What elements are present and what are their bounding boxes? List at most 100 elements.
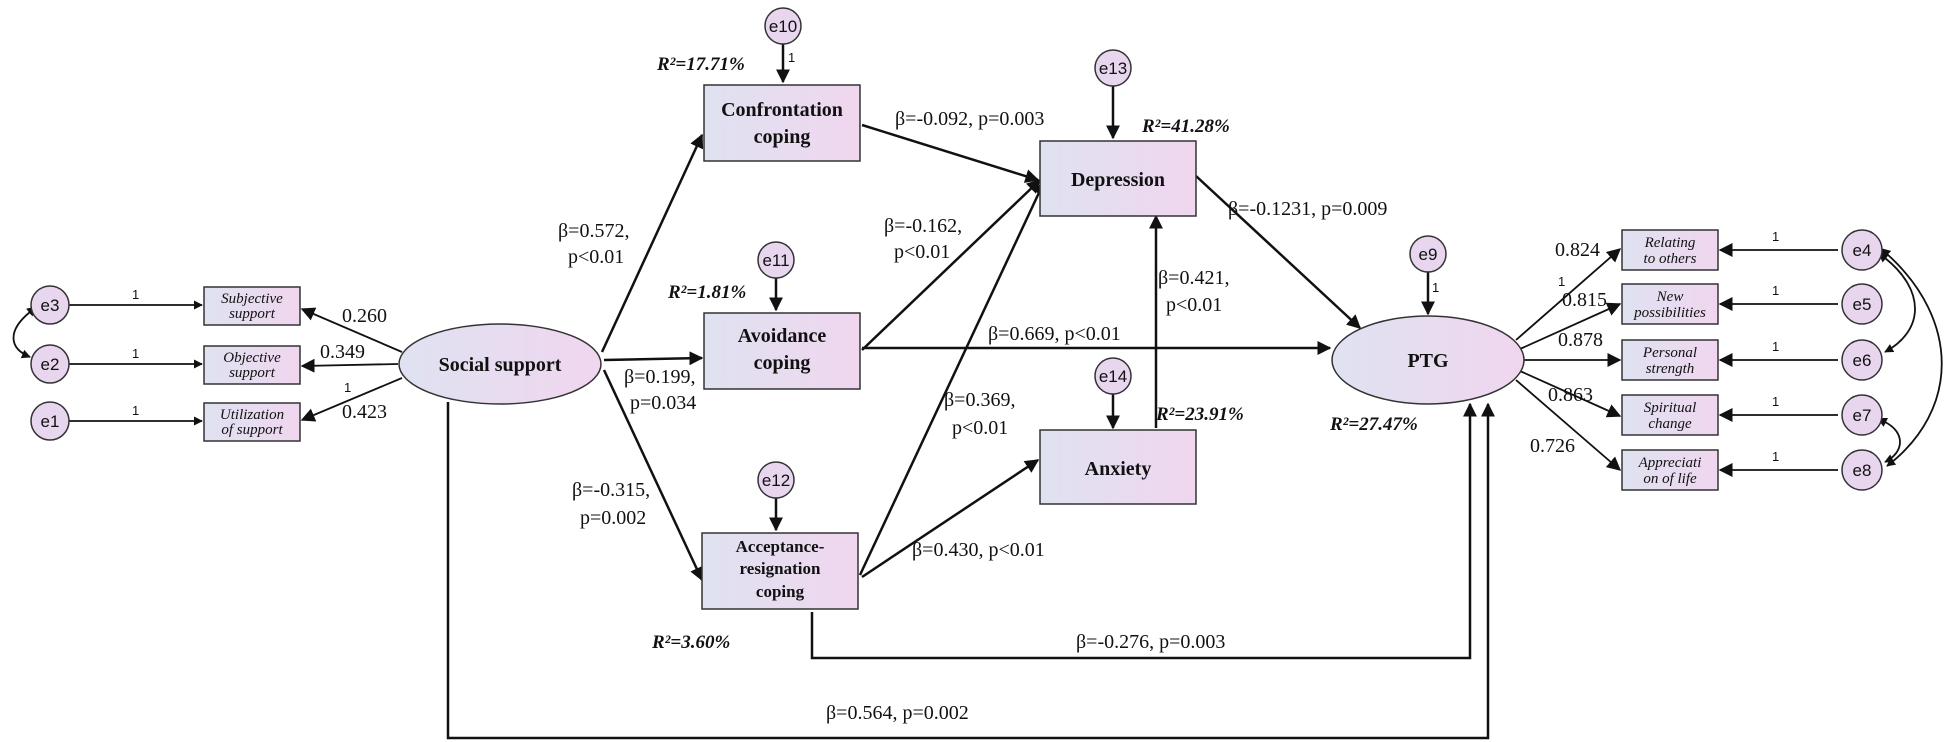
indicator-spiritual-change (1621, 394, 1719, 436)
node-depression (1039, 140, 1197, 217)
indicator-objective-line2: support (229, 365, 276, 381)
indicator-spiritual-line2: change (1648, 416, 1692, 432)
error-e8 (1841, 449, 1883, 491)
path-conf-dep: β=-0.092, p=0.003 (895, 108, 1044, 130)
indicator-objective-line1: Objective (223, 350, 281, 366)
path-accept-dep-line1: β=0.369, (944, 389, 1015, 411)
node-depression-label: Depression (1071, 169, 1165, 191)
error-e6-label: e6 (1853, 351, 1872, 370)
r2-avoidance: R²=1.81% (667, 282, 746, 303)
fixed-one-e5: 1 (1772, 283, 1779, 298)
loading-spiritual: 0.863 (1548, 384, 1593, 406)
fixed-one-e2: 1 (132, 346, 139, 361)
node-avoidance-coping (703, 312, 861, 390)
fixed-one-e3: 1 (132, 287, 139, 302)
error-e13 (1094, 49, 1132, 87)
path-avoid-dep-line1: β=-0.162, (884, 215, 962, 237)
indicator-objective-support (203, 345, 301, 385)
fixed-one-e4: 1 (1772, 229, 1779, 244)
indicator-subjective-support (203, 286, 301, 326)
edge-ss-acceptance (602, 369, 704, 582)
path-accept-ptg: β=-0.276, p=0.003 (1076, 631, 1225, 653)
path-ss-accept-line2: p=0.002 (580, 507, 646, 529)
fixed-one-utilization: 1 (344, 380, 351, 395)
r2-anxiety: R²=23.91% (1155, 404, 1244, 425)
r2-depression: R²=41.28% (1141, 116, 1230, 137)
error-e1-label: e1 (41, 412, 60, 431)
error-e1 (30, 401, 70, 441)
node-acceptance-line2: resignation (740, 559, 821, 578)
error-e7-label: e7 (1853, 406, 1872, 425)
path-ss-avoid-line1: β=0.199, (624, 366, 695, 388)
error-e2-label: e2 (41, 355, 60, 374)
error-e10 (764, 7, 802, 45)
error-e9 (1409, 235, 1447, 273)
edge-ss-utilization (300, 377, 403, 422)
edge-ss-avoidance (603, 351, 704, 366)
r2-ptg: R²=27.47% (1329, 414, 1418, 435)
node-confrontation-line2: coping (754, 126, 811, 148)
path-dep-ptg: β=-0.1231, p=0.009 (1228, 198, 1387, 220)
node-acceptance-coping (701, 532, 859, 610)
node-confrontation-coping (703, 84, 861, 162)
error-e11-label: e11 (762, 251, 789, 270)
edge-ss-ptg (446, 402, 1495, 740)
error-e4 (1841, 229, 1883, 271)
path-ss-avoid-line2: p=0.034 (630, 392, 696, 414)
loading-appreciation: 0.726 (1530, 435, 1575, 457)
edge-ss-objective (300, 358, 399, 373)
path-anx-dep-line1: β=0.421, (1158, 267, 1229, 289)
indicator-subjective-line1: Subjective (221, 291, 283, 307)
node-ptg (1331, 315, 1525, 405)
path-ss-conf-line2: p<0.01 (568, 246, 624, 268)
fixed-one-e9: 1 (1432, 280, 1439, 295)
loading-subjective: 0.260 (342, 305, 387, 327)
edge-conf-dep (861, 123, 1040, 183)
edge-ss-confrontation (600, 133, 704, 353)
edge-accept-anx (861, 458, 1040, 579)
indicator-utilization-line2: of support (221, 422, 283, 438)
indicator-new-line2: possibilities (1633, 305, 1706, 321)
edge-accept-dep (858, 180, 1046, 576)
error-e5 (1841, 283, 1883, 325)
indicator-personal-strength (1621, 339, 1719, 381)
loading-relating: 0.824 (1555, 239, 1600, 261)
indicator-utilization-support (203, 402, 301, 442)
error-e12-label: e12 (762, 471, 790, 490)
covariance-e4-e8 (1880, 247, 1943, 467)
error-e3-label: e3 (41, 296, 60, 315)
loading-new: 0.815 (1562, 289, 1607, 311)
error-e13-label: e13 (1099, 59, 1127, 78)
path-avoid-ptg: β=0.669, p<0.01 (988, 323, 1121, 345)
path-ss-conf-line1: β=0.572, (558, 220, 629, 242)
covariance-e3-e2 (12, 306, 37, 359)
path-anx-dep-line2: p<0.01 (1166, 294, 1222, 316)
fixed-one-e6: 1 (1772, 339, 1779, 354)
error-e10-label: e10 (769, 17, 797, 36)
indicator-new-possibilities (1621, 283, 1719, 325)
node-avoidance-line2: coping (754, 352, 811, 374)
r2-acceptance: R²=3.60% (651, 632, 730, 653)
indicator-spiritual-line1: Spiritual (1644, 400, 1697, 416)
node-ptg-label: PTG (1407, 350, 1449, 372)
error-e11 (757, 241, 795, 279)
indicator-appreciation-of-life (1621, 449, 1719, 491)
node-acceptance-line1: Acceptance- (736, 537, 825, 556)
edge-dep-ptg (1195, 175, 1362, 329)
error-e3 (30, 285, 70, 325)
path-ss-ptg: β=0.564, p=0.002 (826, 702, 969, 724)
node-anxiety (1039, 429, 1197, 505)
node-confrontation-line1: Confrontation (721, 99, 843, 121)
indicator-relating-line2: to others (1644, 251, 1697, 267)
node-avoidance-line1: Avoidance (738, 325, 827, 347)
indicator-appreciation-line1: Appreciati (1638, 455, 1702, 471)
indicator-personal-line2: strength (1646, 361, 1695, 377)
error-e4-label: e4 (1853, 241, 1872, 260)
indicator-utilization-line1: Utilization (220, 407, 284, 423)
edge-ptg-spiritual (1519, 370, 1622, 418)
error-e14-label: e14 (1099, 367, 1127, 386)
edge-ptg-new (1519, 302, 1622, 350)
edge-accept-ptg (810, 402, 1477, 660)
loading-objective: 0.349 (320, 341, 365, 363)
